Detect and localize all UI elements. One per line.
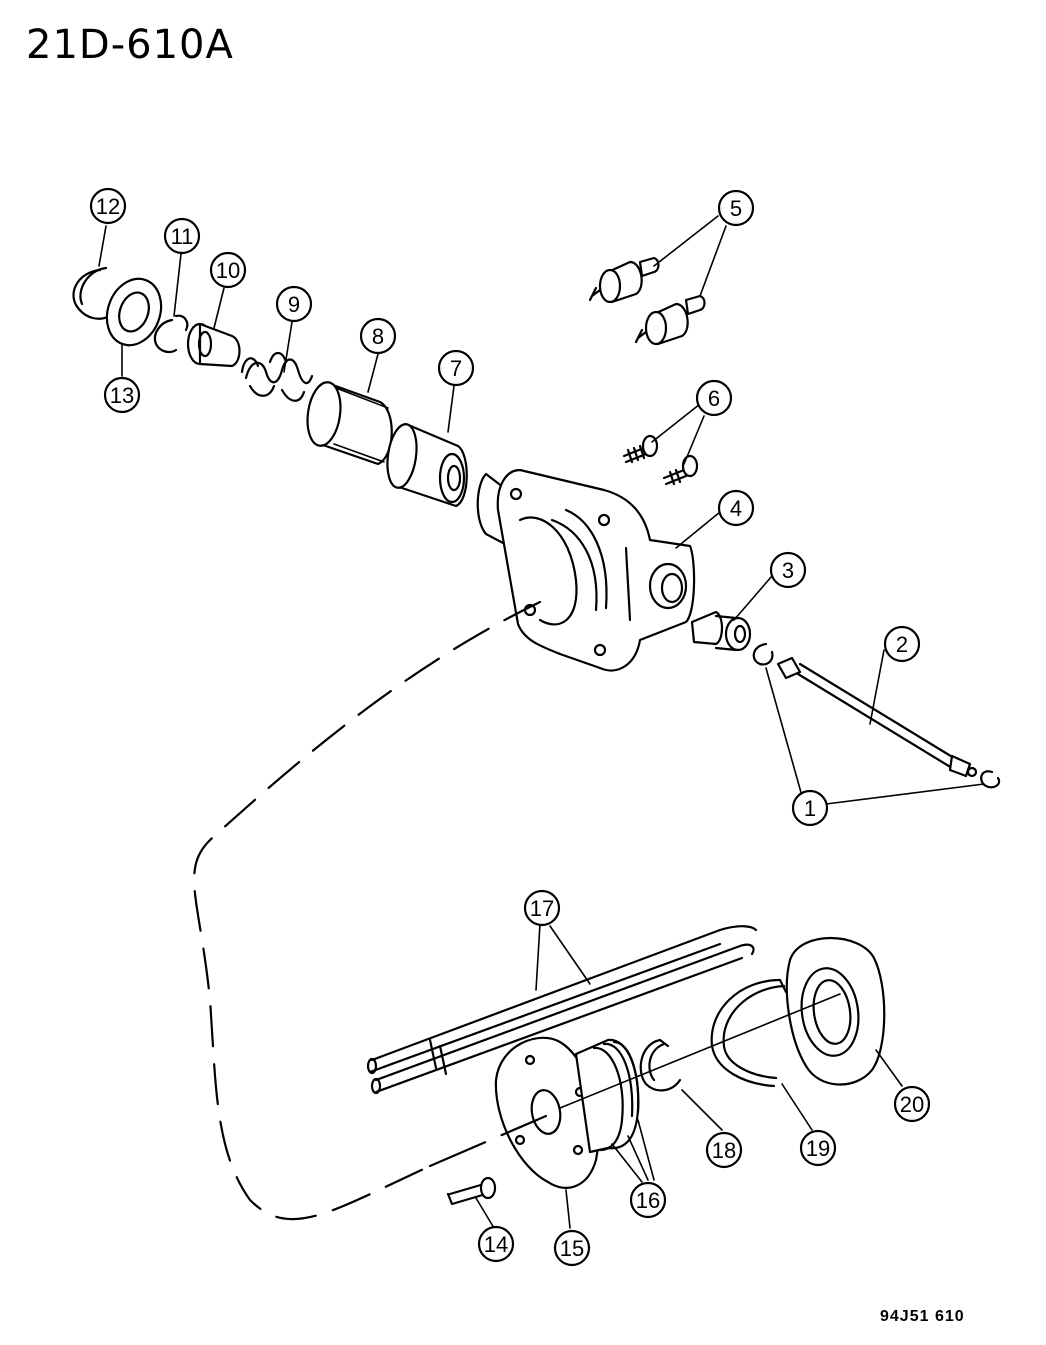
svg-text:10: 10	[216, 258, 240, 283]
assembly-axis-lines	[193, 600, 841, 1221]
svg-text:3: 3	[782, 558, 794, 583]
part-16-seals	[574, 1038, 640, 1154]
svg-text:14: 14	[484, 1232, 508, 1257]
callout-11: 11	[163, 217, 201, 255]
callout-12: 12	[89, 187, 127, 225]
callout-5: 5	[717, 189, 755, 227]
callout-leaders	[98, 215, 985, 1229]
part-13-washer	[105, 277, 163, 347]
svg-text:20: 20	[900, 1092, 924, 1117]
callout-16: 16	[629, 1181, 667, 1219]
callout-20: 20	[893, 1085, 931, 1123]
callout-10: 10	[209, 251, 247, 289]
svg-text:18: 18	[712, 1138, 736, 1163]
part-2-hydraulic-line	[776, 656, 978, 778]
callout-9: 9	[275, 285, 313, 323]
part-4-cylinder-housing	[476, 468, 696, 672]
figure-reference: 94J51 610	[880, 1308, 965, 1325]
svg-text:7: 7	[450, 356, 462, 381]
part-20-bearing	[785, 936, 886, 1086]
svg-text:13: 13	[110, 383, 134, 408]
callout-1: 1	[791, 789, 829, 827]
part-8-piston	[306, 381, 393, 466]
svg-text:6: 6	[708, 386, 720, 411]
svg-text:19: 19	[806, 1136, 830, 1161]
part-11-retaining-clip	[153, 314, 189, 354]
part-18-snap-ring	[639, 1038, 682, 1092]
callout-19: 19	[799, 1129, 837, 1167]
svg-text:16: 16	[636, 1188, 660, 1213]
svg-text:11: 11	[171, 224, 194, 249]
part-14-bolt	[446, 1176, 497, 1206]
svg-text:5: 5	[730, 196, 742, 221]
part-7-cylinder-sleeve	[386, 422, 468, 508]
callout-13: 13	[103, 376, 141, 414]
svg-text:17: 17	[530, 896, 554, 921]
svg-text:2: 2	[896, 632, 908, 657]
callout-7: 7	[437, 349, 475, 387]
callout-18: 18	[705, 1131, 743, 1169]
part-19-large-snap-ring	[710, 978, 788, 1088]
part-10-push-rod	[186, 322, 241, 368]
svg-text:4: 4	[730, 496, 742, 521]
callout-8: 8	[359, 317, 397, 355]
callout-17: 17	[523, 889, 561, 927]
svg-text:12: 12	[96, 194, 120, 219]
svg-text:8: 8	[372, 324, 384, 349]
diagram-code: 21D-610A	[26, 22, 234, 68]
callout-6: 6	[695, 379, 733, 417]
part-17-tubes	[366, 925, 758, 1095]
part-1-gasket-lower	[980, 770, 1001, 789]
callout-4: 4	[717, 489, 755, 527]
part-12-snap-ring	[72, 266, 112, 320]
callout-14: 14	[477, 1225, 515, 1263]
svg-text:15: 15	[560, 1236, 584, 1261]
svg-text:1: 1	[804, 796, 816, 821]
callout-15: 15	[553, 1229, 591, 1267]
part-5-mounting-studs	[588, 256, 706, 346]
part-1-gasket-upper	[752, 642, 774, 666]
svg-text:9: 9	[288, 292, 300, 317]
callout-2: 2	[883, 625, 921, 663]
part-3-fitting	[690, 610, 752, 652]
callout-3: 3	[769, 551, 807, 589]
part-9-spring	[240, 351, 314, 402]
part-15-flange	[494, 1036, 600, 1189]
